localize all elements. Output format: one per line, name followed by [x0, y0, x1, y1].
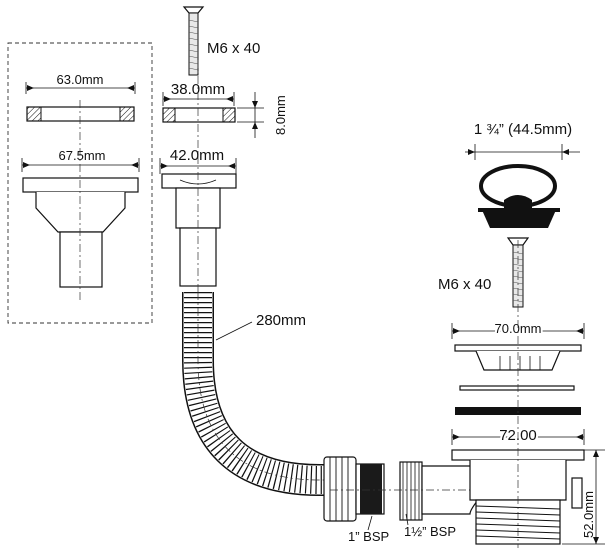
bsp-1-5-label: 1½” BSP — [404, 524, 456, 539]
bsp-1-label: 1” BSP — [348, 529, 389, 544]
plug-size-label: 1 ¾” (44.5mm) — [474, 121, 572, 138]
small-flange-waste — [161, 60, 237, 300]
large-flange-waste — [22, 100, 139, 300]
ring-38-label: 38.0mm — [171, 81, 225, 98]
plug-dimension: 1 ¾” (44.5mm) — [465, 121, 580, 160]
hose-length-callout: 280mm — [215, 312, 306, 341]
hose-length-label: 280mm — [256, 312, 306, 329]
sink-plug — [478, 164, 560, 228]
waste-height-label: 52.0mm — [581, 491, 596, 538]
bsp-labels: 1” BSP 1½” BSP — [348, 513, 456, 544]
flange-67-dimension: 67.5mm — [21, 148, 140, 172]
ring-height-dimension: 8.0mm — [237, 92, 288, 138]
hose-nut-1inch — [323, 456, 385, 522]
flange-42-label: 42.0mm — [170, 147, 224, 164]
screw-top-label: M6 x 40 — [207, 40, 260, 57]
flange-42-dimension: 42.0mm — [159, 147, 237, 174]
alternative-parts-box: 63.0mm 67.5mm — [7, 42, 153, 324]
waste-height-dimension: 52.0mm — [562, 449, 605, 545]
strainer-dimension: 70.0mm — [451, 319, 585, 339]
ring-height-label: 8.0mm — [273, 95, 288, 135]
waste-body — [451, 240, 585, 548]
ring-63-dimension: 63.0mm — [25, 72, 136, 94]
screw-right-label: M6 x 40 — [438, 276, 491, 293]
ring-63-label: 63.0mm — [57, 72, 104, 87]
screw-right: M6 x 40 — [438, 237, 530, 308]
flange-67-label: 67.5mm — [59, 148, 106, 163]
flexible-hose — [182, 292, 330, 496]
tailpiece-1-5inch — [330, 461, 490, 521]
ring-38 — [162, 107, 236, 123]
strainer-label: 70.0mm — [495, 321, 542, 336]
screw-top: M6 x 40 — [182, 6, 260, 76]
ring-63 — [26, 106, 135, 122]
ring-38-dimension: 38.0mm — [162, 81, 235, 106]
